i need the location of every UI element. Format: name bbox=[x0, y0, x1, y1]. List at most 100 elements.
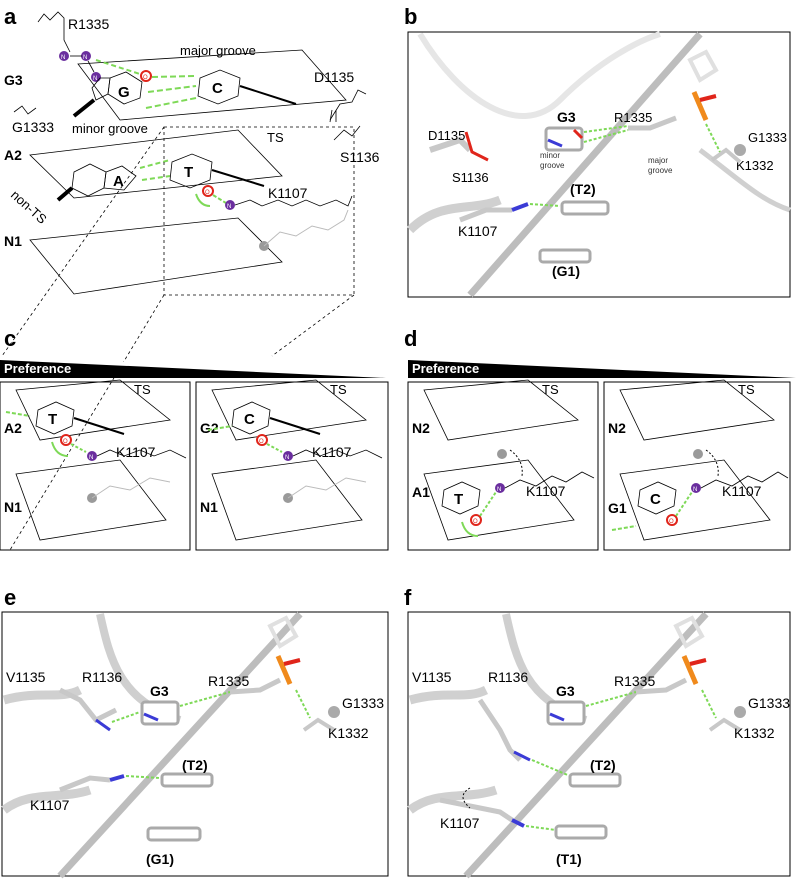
d-right-lower-plane bbox=[619, 459, 771, 541]
d-right-base-ring bbox=[637, 481, 677, 515]
atom-o-label: O bbox=[473, 519, 478, 525]
c-right-residue: K1107 bbox=[312, 444, 352, 460]
oxygen-atom bbox=[140, 70, 152, 82]
residue-k1107-f: K1107 bbox=[440, 815, 480, 831]
hbond-line bbox=[151, 75, 197, 78]
phosphate-group bbox=[267, 615, 301, 685]
non-ts-label: non-TS bbox=[8, 187, 50, 227]
calpha-sphere bbox=[328, 706, 340, 718]
n1-plane bbox=[29, 217, 283, 295]
zoom-guide bbox=[1, 126, 165, 357]
t1-nucleotide-f bbox=[554, 824, 608, 840]
r1136-guanidino bbox=[95, 718, 111, 732]
panel-c-label: c bbox=[4, 326, 16, 351]
hbond-line bbox=[145, 97, 197, 109]
c-left-ts: TS bbox=[134, 382, 151, 397]
atom-o-label: O bbox=[669, 519, 674, 525]
base-a: A bbox=[113, 173, 124, 190]
adenine-ring bbox=[103, 165, 137, 191]
k1107-chain bbox=[700, 471, 789, 489]
hbond-line bbox=[179, 691, 231, 707]
major-groove-label: major groove bbox=[180, 43, 256, 58]
dna-backbone bbox=[467, 31, 703, 298]
residue-r1335-b: R1335 bbox=[614, 110, 652, 125]
d-right-row-2: G1 bbox=[608, 500, 627, 516]
residue-s1136-a: S1136 bbox=[340, 149, 380, 165]
k1107-amine bbox=[511, 202, 529, 212]
panel-a: a G3 A2 N1 R1335 N N N G O C major g bbox=[1, 4, 380, 551]
residue-g3-e: G3 bbox=[150, 683, 169, 699]
zoom-guide bbox=[271, 294, 355, 357]
residue-r1335-f: R1335 bbox=[614, 673, 655, 689]
c-left-base: T bbox=[48, 411, 57, 428]
backbone-bond bbox=[239, 85, 297, 105]
residue-g1333-e: G1333 bbox=[342, 695, 384, 711]
movement-arrow bbox=[705, 449, 719, 477]
protein-ribbon bbox=[417, 31, 661, 119]
hbond-line bbox=[147, 85, 197, 93]
hbond-line bbox=[705, 123, 721, 153]
zoom-box bbox=[163, 126, 355, 296]
residue-k1107-e: K1107 bbox=[30, 797, 70, 813]
s1136-chain bbox=[333, 125, 361, 141]
panel-d-label: d bbox=[404, 326, 417, 351]
preference-label-c: Preference bbox=[4, 361, 71, 376]
k1107-stick bbox=[59, 775, 111, 793]
oxygen-atom bbox=[256, 434, 268, 446]
residue-g1333-a: G1333 bbox=[12, 119, 54, 135]
residue-d1135-b: D1135 bbox=[428, 128, 465, 143]
d-left-row-2: A1 bbox=[412, 484, 430, 500]
atom-o-label: O bbox=[63, 439, 68, 445]
hbond-line bbox=[5, 411, 31, 417]
r1136-guanidino bbox=[513, 750, 531, 762]
hbond-line bbox=[585, 691, 637, 707]
panel-b: b D1135 G3 R1335 G1333 S1136 K1332 minor… bbox=[404, 4, 791, 298]
thymine-ring bbox=[169, 153, 213, 189]
hbond-line bbox=[125, 775, 161, 779]
d1135-carboxyl bbox=[329, 109, 337, 123]
hbond-arc bbox=[195, 193, 211, 207]
hbond-line bbox=[266, 443, 283, 453]
r1136-stick bbox=[58, 687, 118, 724]
structure-frame bbox=[407, 31, 791, 298]
k1107-chain bbox=[234, 195, 353, 207]
panel-e: e V1135 R1136 G3 R1335 G1333 K1332 K1 bbox=[1, 585, 389, 879]
d-left-base: T bbox=[454, 491, 463, 508]
k1107-amine bbox=[511, 818, 525, 828]
atom-n-label: N bbox=[693, 487, 697, 493]
hbond-line bbox=[139, 159, 171, 169]
k1332-stick bbox=[710, 147, 742, 164]
adenine-ring bbox=[71, 163, 107, 197]
protein-ribbon bbox=[1, 785, 92, 814]
calpha-sphere bbox=[497, 449, 507, 459]
t2-nucleotide-e bbox=[160, 772, 214, 788]
row-label-a2: A2 bbox=[4, 147, 22, 163]
residue-r1335-a: R1335 bbox=[68, 16, 109, 32]
g3-nucleotide bbox=[544, 126, 584, 152]
preference-wedge bbox=[408, 360, 796, 378]
k1332-stick bbox=[302, 717, 336, 732]
protein-ribbon bbox=[408, 685, 489, 705]
hbond-line bbox=[701, 689, 717, 719]
preference-label-d: Preference bbox=[412, 361, 479, 376]
g1-nucleotide-e bbox=[146, 826, 202, 842]
nitrogen-atom bbox=[87, 451, 97, 461]
backbone-bond bbox=[56, 186, 74, 202]
c-right-row-2: N1 bbox=[200, 499, 218, 515]
d-left-lower-plane bbox=[423, 459, 575, 541]
ts-label-a: TS bbox=[267, 130, 284, 145]
panel-c: c Preference A2 N1 TS T O N K1107 G2 N1 … bbox=[0, 326, 389, 551]
residue-k1332-b: K1332 bbox=[736, 158, 774, 173]
d-left-upper-plane bbox=[423, 379, 579, 441]
k1107-chain bbox=[504, 471, 595, 489]
nitrogen-atom bbox=[59, 51, 69, 61]
d-right-row-1: N2 bbox=[608, 420, 626, 436]
d-right-upper-plane bbox=[619, 379, 775, 441]
base-g: G bbox=[118, 84, 130, 101]
c-right-ts: TS bbox=[330, 382, 347, 397]
base-c: C bbox=[212, 80, 223, 97]
calpha-sphere bbox=[693, 449, 703, 459]
c-left-residue: K1107 bbox=[116, 444, 156, 460]
